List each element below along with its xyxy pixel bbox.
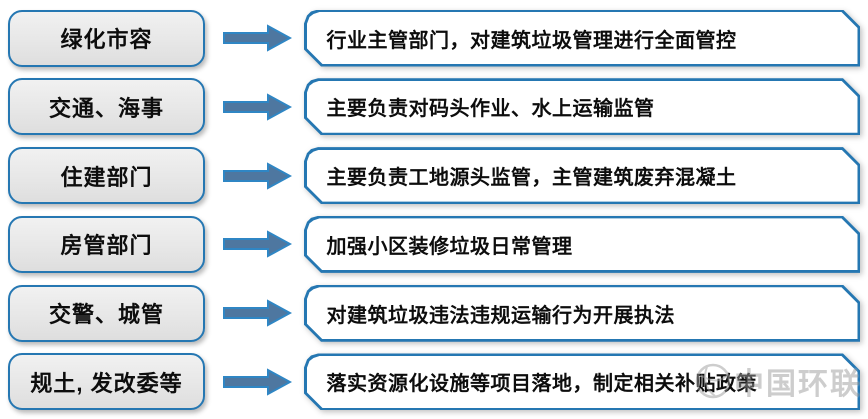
responsibility-box-fill: 主要负责对码头作业、水上运输监管 [307,81,858,133]
department-box: 绿化市容 [8,9,205,67]
diagram-row: 绿化市容 行业主管部门，对建筑垃圾管理进行全面管控 [8,8,860,68]
responsibility-label: 落实资源化设施等项目落地，制定相关补贴政策 [326,373,757,396]
responsibility-label: 主要负责工地源头监管，主管建筑废弃混凝土 [326,167,737,190]
responsibility-box-border: 落实资源化设施等项目落地，制定相关补贴政策 [304,353,860,410]
diagram-row: 房管部门 加强小区装修垃圾日常管理 [8,214,860,274]
responsibility-label: 主要负责对码头作业、水上运输监管 [326,98,655,121]
department-box: 交警、城管 [8,284,205,342]
responsibility-box: 对建筑垃圾违法违规运输行为开展执法 [304,285,860,342]
department-label: 房管部门 [60,233,153,259]
department-label: 规土, 发改委等 [30,370,183,396]
diagram-row: 住建部门 主要负责工地源头监管，主管建筑废弃混凝土 [8,146,860,206]
responsibility-box-border: 主要负责对码头作业、水上运输监管 [304,78,860,135]
responsibility-box: 主要负责对码头作业、水上运输监管 [304,78,860,135]
responsibility-box: 落实资源化设施等项目落地，制定相关补贴政策 [304,353,860,410]
responsibility-box: 行业主管部门，对建筑垃圾管理进行全面管控 [304,10,860,67]
department-label: 交警、城管 [48,302,164,328]
responsibility-box-fill: 落实资源化设施等项目落地，制定相关补贴政策 [307,356,858,408]
responsibility-box: 加强小区装修垃圾日常管理 [304,216,860,273]
department-box: 房管部门 [8,215,205,273]
responsibility-box-fill: 行业主管部门，对建筑垃圾管理进行全面管控 [307,12,858,64]
diagram-row: 交警、城管 对建筑垃圾违法违规运输行为开展执法 [8,283,860,343]
responsibility-box-border: 加强小区装修垃圾日常管理 [304,216,860,273]
department-box: 住建部门 [8,147,205,205]
responsibility-box-border: 对建筑垃圾违法违规运输行为开展执法 [304,285,860,342]
responsibility-box-border: 行业主管部门，对建筑垃圾管理进行全面管控 [304,10,860,67]
department-label: 绿化市容 [60,27,153,52]
responsibility-label: 对建筑垃圾违法违规运输行为开展执法 [326,304,675,327]
right-arrow-icon [223,24,292,52]
responsibility-box: 主要负责工地源头监管，主管建筑废弃混凝土 [304,147,860,204]
right-arrow-icon [223,230,292,259]
responsibility-label: 行业主管部门，对建筑垃圾管理进行全面管控 [326,29,737,52]
diagram-row: 规土, 发改委等 落实资源化设施等项目落地，制定相关补贴政策 [8,352,860,412]
department-box: 规土, 发改委等 [8,353,205,411]
diagram-row: 交通、海事 主要负责对码头作业、水上运输监管 [8,77,860,137]
right-arrow-icon [223,161,292,190]
right-arrow-icon [223,93,292,121]
department-label: 住建部门 [60,164,153,190]
responsibility-box-border: 主要负责工地源头监管，主管建筑废弃混凝土 [304,147,860,204]
department-box: 交通、海事 [8,78,205,136]
responsibility-box-fill: 主要负责工地源头监管，主管建筑废弃混凝土 [307,150,858,202]
right-arrow-icon [223,299,292,327]
responsibility-box-fill: 对建筑垃圾违法违规运输行为开展执法 [307,287,858,339]
responsibility-label: 加强小区装修垃圾日常管理 [326,235,573,258]
responsibility-box-fill: 加强小区装修垃圾日常管理 [307,218,858,270]
right-arrow-icon [223,368,292,396]
department-label: 交通、海事 [48,95,164,121]
